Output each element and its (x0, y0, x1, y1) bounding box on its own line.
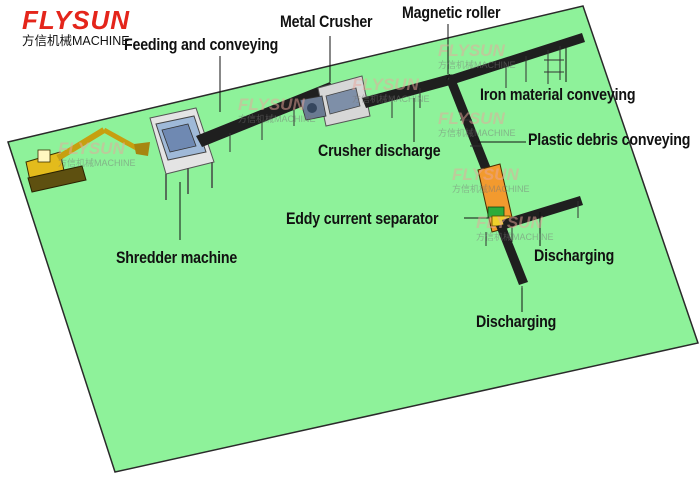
excavator (25, 127, 150, 193)
feeding-conveyor (196, 82, 336, 152)
brand-logo-text: FLYSUN (22, 5, 131, 35)
label-discharging-bottom: Discharging (476, 313, 557, 331)
iron-conveyor (448, 33, 585, 88)
plastic-conveyor (446, 78, 494, 179)
brand-logo: FLYSUN 方信机械MACHINE (22, 6, 152, 48)
label-crusher-discharge: Crusher discharge (318, 142, 441, 160)
brand-logo-subtitle: 方信机械MACHINE (22, 34, 130, 48)
label-shredder: Shredder machine (116, 249, 238, 267)
leader-lines (179, 24, 567, 312)
metal-crusher (299, 75, 371, 127)
label-magnetic-roller: Magnetic roller (402, 4, 501, 22)
factory-floor (7, 5, 699, 473)
label-discharging-right: Discharging (534, 247, 615, 265)
label-metal-crusher: Metal Crusher (280, 13, 373, 31)
discharge-conveyor (362, 74, 454, 118)
label-feeding-conveying: Feeding and conveying (124, 36, 279, 54)
label-eddy-separator: Eddy current separator (286, 210, 439, 228)
shredder-machine (149, 107, 215, 200)
label-plastic-conveying: Plastic debris conveying (528, 131, 691, 149)
label-iron-conveying: Iron material conveying (480, 86, 636, 104)
